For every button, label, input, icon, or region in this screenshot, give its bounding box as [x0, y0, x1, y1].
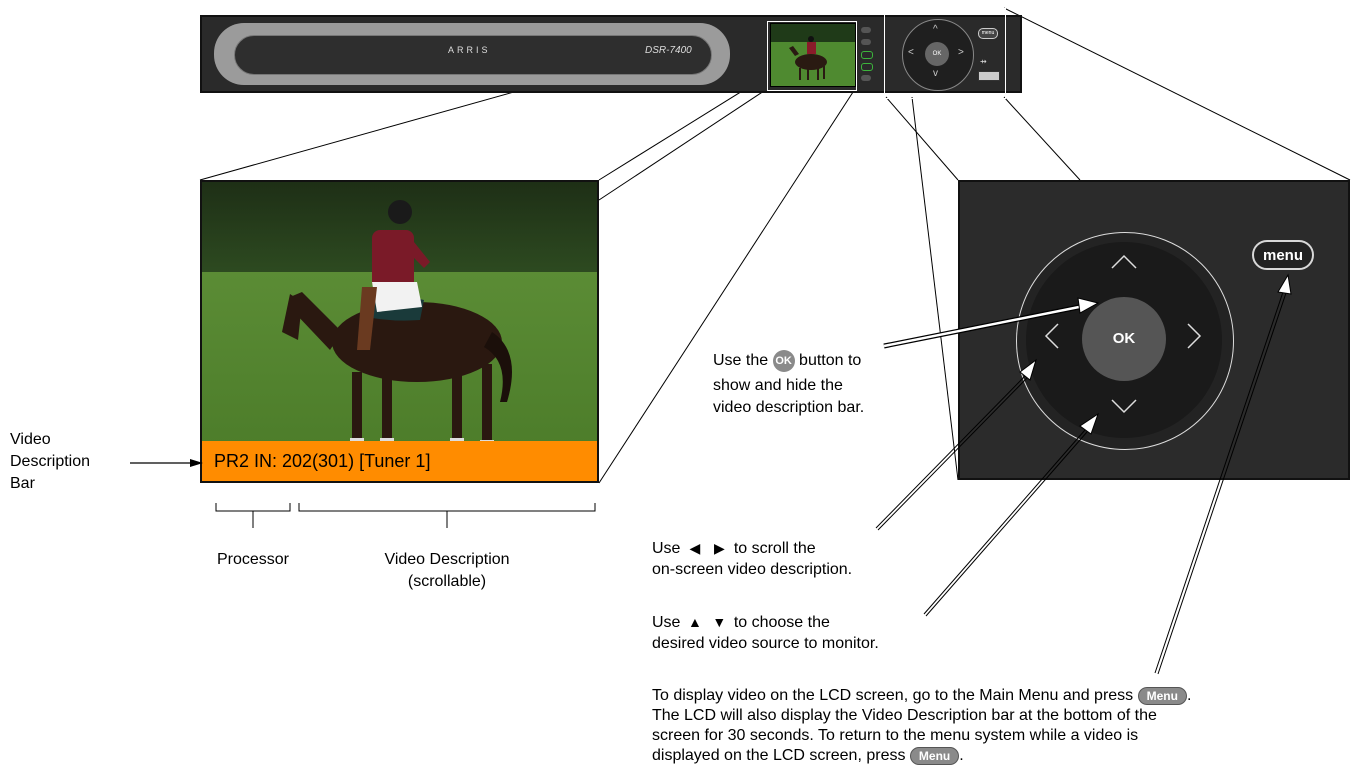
- arris-logo: ARRIS: [448, 45, 491, 55]
- down-arrow-icon: [1111, 399, 1137, 414]
- choose-callout-suffix: to choose the: [733, 614, 830, 631]
- zoom-menu-button[interactable]: menu: [1252, 240, 1314, 270]
- menu-button-icon: Menu: [1137, 686, 1187, 705]
- nav-pad-zoom: OK menu: [958, 180, 1350, 480]
- device-front-panel: ARRIS DSR-7400 OK ^ v < > menu ⇸: [200, 15, 1022, 93]
- lcd-highlight-box: [767, 21, 857, 91]
- led-3: [861, 51, 873, 59]
- horse-rider-thumb: [771, 24, 855, 86]
- panel-ok-button[interactable]: OK: [925, 42, 949, 66]
- led-1: [861, 27, 871, 33]
- led-4: [861, 63, 873, 71]
- model-label: DSR-7400: [645, 45, 692, 56]
- menu-button-icon-2: Menu: [909, 746, 960, 765]
- menu-callout-text1: To display video on the LCD screen, go t…: [652, 687, 1134, 704]
- zoom-menu-label: menu: [1262, 247, 1303, 264]
- panel-down-arrow-icon[interactable]: v: [933, 68, 938, 79]
- panel-menu-button[interactable]: menu: [978, 28, 998, 39]
- panel-left-arrow-icon[interactable]: <: [908, 47, 914, 58]
- usb-port[interactable]: [978, 71, 1000, 81]
- menu-callout-text4: displayed on the LCD screen, press: [652, 747, 906, 764]
- scroll-callout-line2: on-screen video description.: [652, 561, 853, 578]
- ok-callout-suffix: button to: [799, 352, 862, 370]
- label-processor: Processor: [216, 551, 290, 568]
- label-video-description-bar-3: Bar: [10, 475, 35, 492]
- nav-arrows: [1044, 254, 1202, 414]
- panel-ok-label: OK: [932, 51, 942, 57]
- nav-highlight-box: [884, 8, 1006, 99]
- down-triangle-icon: ▼: [712, 614, 727, 630]
- choose-callout-prefix: Use: [652, 614, 681, 631]
- choose-callout-line2: desired video source to monitor.: [652, 635, 879, 652]
- panel-up-arrow-icon[interactable]: ^: [933, 24, 938, 35]
- left-triangle-icon: ◀: [689, 540, 701, 556]
- ok-callout-prefix: Use the: [713, 352, 769, 370]
- scroll-callout: Use ◀ ▶ to scroll the: [652, 538, 816, 559]
- brand-text: ARRIS: [448, 45, 491, 55]
- led-5: [861, 75, 871, 81]
- lcd-thumbnail: [770, 23, 856, 87]
- menu-callout-line2: The LCD will also display the Video Desc…: [652, 707, 1157, 724]
- processor-bracket: [215, 503, 291, 512]
- menu-callout-line1: To display video on the LCD screen, go t…: [652, 686, 1192, 705]
- up-triangle-icon: ▲: [687, 614, 702, 630]
- disc-slot: [234, 35, 712, 75]
- panel-menu-label: menu: [981, 30, 995, 36]
- choose-callout: Use ▲ ▼ to choose the: [652, 612, 830, 633]
- ok-button-icon: OK: [772, 350, 795, 372]
- zoom-ok-label: OK: [1112, 330, 1136, 347]
- left-arrow-icon: [1044, 323, 1059, 349]
- lcd-enlarged: PR2 IN: 202(301) [Tuner 1]: [200, 180, 599, 483]
- video-description-bar: PR2 IN: 202(301) [Tuner 1]: [202, 441, 597, 481]
- panel-right-arrow-icon[interactable]: >: [958, 47, 964, 58]
- ok-callout-line2: show and hide the: [713, 377, 843, 394]
- scroll-callout-suffix: to scroll the: [733, 540, 816, 557]
- menu-callout-line4: displayed on the LCD screen, press Menu.: [652, 746, 964, 765]
- right-triangle-icon: ▶: [713, 540, 725, 556]
- zoom-ok-button[interactable]: OK: [1082, 297, 1166, 381]
- description-bracket: [298, 503, 596, 512]
- label-scrollable: (scrollable): [407, 573, 487, 590]
- up-arrow-icon: [1111, 254, 1137, 269]
- label-video-description-bar-1: Video: [10, 431, 51, 448]
- ok-callout: Use the OK button to: [713, 350, 861, 372]
- led-2: [861, 39, 871, 45]
- right-arrow-icon: [1187, 323, 1202, 349]
- label-video-description-bar-2: Description: [10, 453, 91, 470]
- menu-callout-line3: screen for 30 seconds. To return to the …: [652, 727, 1139, 744]
- usb-icon: ⇸: [980, 57, 987, 66]
- ok-callout-line3: video description bar.: [713, 399, 865, 416]
- label-video-description: Video Description: [384, 551, 510, 568]
- scroll-callout-prefix: Use: [652, 540, 681, 557]
